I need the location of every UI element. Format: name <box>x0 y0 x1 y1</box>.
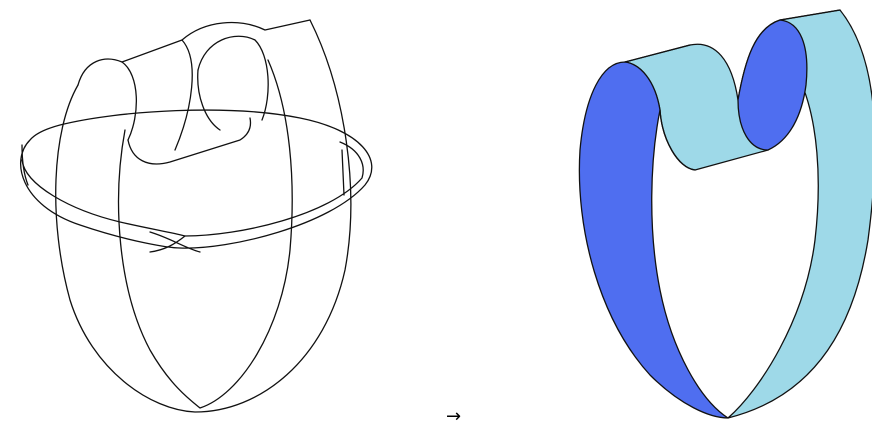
left-fold-top-edge <box>78 40 192 150</box>
right-dark-face-curl <box>738 20 807 150</box>
left-curl-join <box>198 70 220 130</box>
right-ribbon-shaded <box>579 10 872 418</box>
transition-arrow: → <box>446 408 461 426</box>
left-ring-crossing <box>150 232 200 252</box>
left-curl-inner <box>198 36 268 120</box>
left-ribbon-drawing <box>21 20 372 412</box>
left-ring-outer <box>21 110 372 248</box>
left-fold-bottom-edge <box>128 118 251 164</box>
left-fold-underside <box>122 62 136 140</box>
left-ring-right-strut <box>342 150 344 195</box>
